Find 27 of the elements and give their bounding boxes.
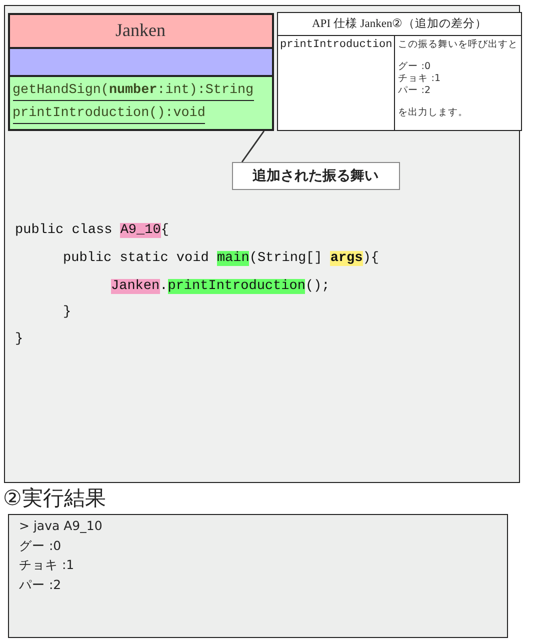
section-heading: ②実行結果 bbox=[3, 485, 106, 512]
class-name: Janken bbox=[114, 18, 166, 42]
table-cell-text: を出力します。 bbox=[398, 106, 470, 118]
output-line: > java A9_10 bbox=[19, 517, 102, 535]
code-line: } bbox=[15, 331, 24, 349]
code-line: Janken.printIntroduction(); bbox=[111, 278, 330, 296]
table-cell-text: パー :2 bbox=[398, 84, 432, 96]
output-line: パー :2 bbox=[19, 576, 62, 594]
table-cell-text: グー :0 bbox=[398, 60, 432, 72]
empty-compartment bbox=[8, 46, 274, 76]
output-line: グー :0 bbox=[19, 536, 62, 554]
table-cell: printIntroduction bbox=[278, 35, 395, 130]
code-line: public static void main(String[] args){ bbox=[63, 250, 379, 268]
code-line: public class A9_10{ bbox=[15, 222, 169, 240]
leader-line bbox=[241, 130, 265, 162]
method-signature: getHandSign(number:int):String bbox=[12, 80, 254, 100]
callout-box bbox=[232, 162, 400, 190]
table-header-cell: API 仕様 Janken②（追加の差分） bbox=[278, 12, 522, 35]
method-compartment bbox=[8, 74, 274, 130]
method-signature: printIntroduction():void bbox=[12, 104, 206, 124]
code-panel bbox=[4, 5, 520, 483]
table-cell-text: この振る舞いを呼び出すと bbox=[398, 38, 518, 50]
class-name-compartment bbox=[8, 12, 274, 48]
output-line: チョキ :1 bbox=[19, 556, 74, 574]
table-cell-text: チョキ :1 bbox=[398, 72, 442, 84]
code-line: } bbox=[63, 304, 72, 322]
callout-text: 追加された振る舞い bbox=[252, 166, 378, 184]
